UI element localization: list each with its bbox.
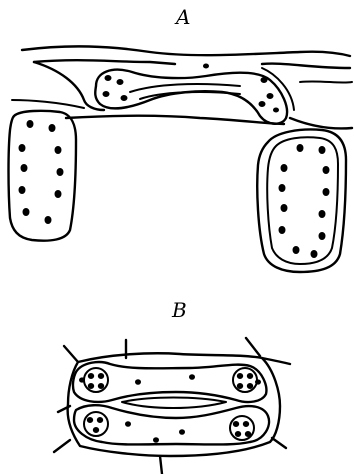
- chloroplast: [125, 421, 131, 427]
- chloroplast: [45, 216, 52, 224]
- epidermis-wall-right-top: [246, 338, 260, 356]
- chloroplast: [49, 124, 56, 132]
- stomatal-pore: [122, 398, 226, 409]
- chloroplast: [243, 421, 249, 427]
- upper-epidermis-wall-right: [262, 64, 350, 68]
- chloroplast: [247, 373, 253, 379]
- chloroplast: [237, 373, 243, 379]
- chloroplast: [23, 208, 30, 216]
- pore-upper-lip: [130, 84, 240, 92]
- chloroplast: [267, 93, 274, 99]
- chloroplast: [273, 108, 279, 113]
- chloroplast: [319, 146, 326, 154]
- right-mesophyll-cell-inner: [267, 137, 338, 264]
- chloroplast: [279, 184, 286, 192]
- left-mesophyll-cell: [9, 111, 77, 241]
- chloroplast: [117, 79, 124, 85]
- chloroplast: [98, 383, 104, 389]
- chloroplast: [237, 383, 243, 389]
- chloroplast: [55, 146, 62, 154]
- epidermis-wall-left-top: [64, 346, 78, 362]
- chloroplast: [323, 166, 330, 174]
- chloroplast: [105, 75, 112, 81]
- substomatal-wall: [66, 116, 284, 124]
- chloroplast: [245, 431, 251, 437]
- chloroplast: [27, 120, 34, 128]
- chloroplast: [261, 77, 268, 83]
- chloroplast: [323, 188, 330, 196]
- left-mesophyll-chloroplasts: [19, 120, 64, 224]
- chloroplast: [319, 232, 326, 240]
- chloroplast: [153, 437, 159, 443]
- chloroplast: [281, 204, 288, 212]
- figure-a: [9, 46, 353, 272]
- chloroplast: [281, 164, 288, 172]
- right-mesophyll-chloroplasts: [279, 144, 330, 258]
- chloroplast: [319, 210, 326, 218]
- chloroplast: [121, 95, 128, 101]
- chloroplast: [189, 374, 195, 380]
- chloroplast: [235, 431, 241, 437]
- chloroplast: [179, 429, 185, 435]
- chloroplast: [293, 246, 300, 254]
- chloroplast: [97, 417, 103, 423]
- upper-epidermis-wall-inner: [34, 60, 175, 64]
- epidermis-wall-bottom: [160, 456, 162, 474]
- chloroplast: [255, 379, 261, 384]
- chloroplast: [135, 379, 141, 385]
- chloroplast: [19, 144, 26, 152]
- chloroplast: [87, 417, 93, 423]
- chloroplast: [21, 164, 28, 172]
- chloroplast: [88, 373, 94, 379]
- chloroplast: [259, 101, 266, 107]
- right-epidermis-lower-wall: [290, 118, 352, 129]
- chloroplast: [247, 383, 253, 389]
- chloroplast: [203, 64, 209, 69]
- chloroplast: [233, 421, 239, 427]
- left-upper-cell-wall: [34, 62, 104, 110]
- chloroplast: [297, 144, 304, 152]
- left-gap-line: [12, 100, 84, 108]
- chloroplast: [57, 168, 64, 176]
- chloroplast: [19, 186, 26, 194]
- chloroplast-cluster: [233, 368, 257, 392]
- epidermis-wall-left-bottom: [54, 440, 70, 452]
- figure-b: [54, 338, 290, 474]
- epidermis-wall-right-bottom: [272, 438, 286, 448]
- chloroplast: [311, 250, 318, 258]
- right-epidermis-wall: [300, 81, 352, 82]
- upper-epidermis-wall-outer: [22, 46, 350, 56]
- chloroplast-cluster: [230, 416, 254, 440]
- chloroplast: [55, 190, 62, 198]
- chloroplast-cluster: [84, 368, 108, 392]
- chloroplast: [93, 427, 99, 433]
- chloroplast: [88, 383, 94, 389]
- chloroplast: [103, 91, 110, 97]
- figure-label-b: B: [171, 298, 187, 322]
- chloroplast: [279, 226, 286, 234]
- chloroplast: [98, 373, 104, 379]
- figure-label-a: A: [174, 5, 190, 29]
- chloroplast: [79, 377, 85, 382]
